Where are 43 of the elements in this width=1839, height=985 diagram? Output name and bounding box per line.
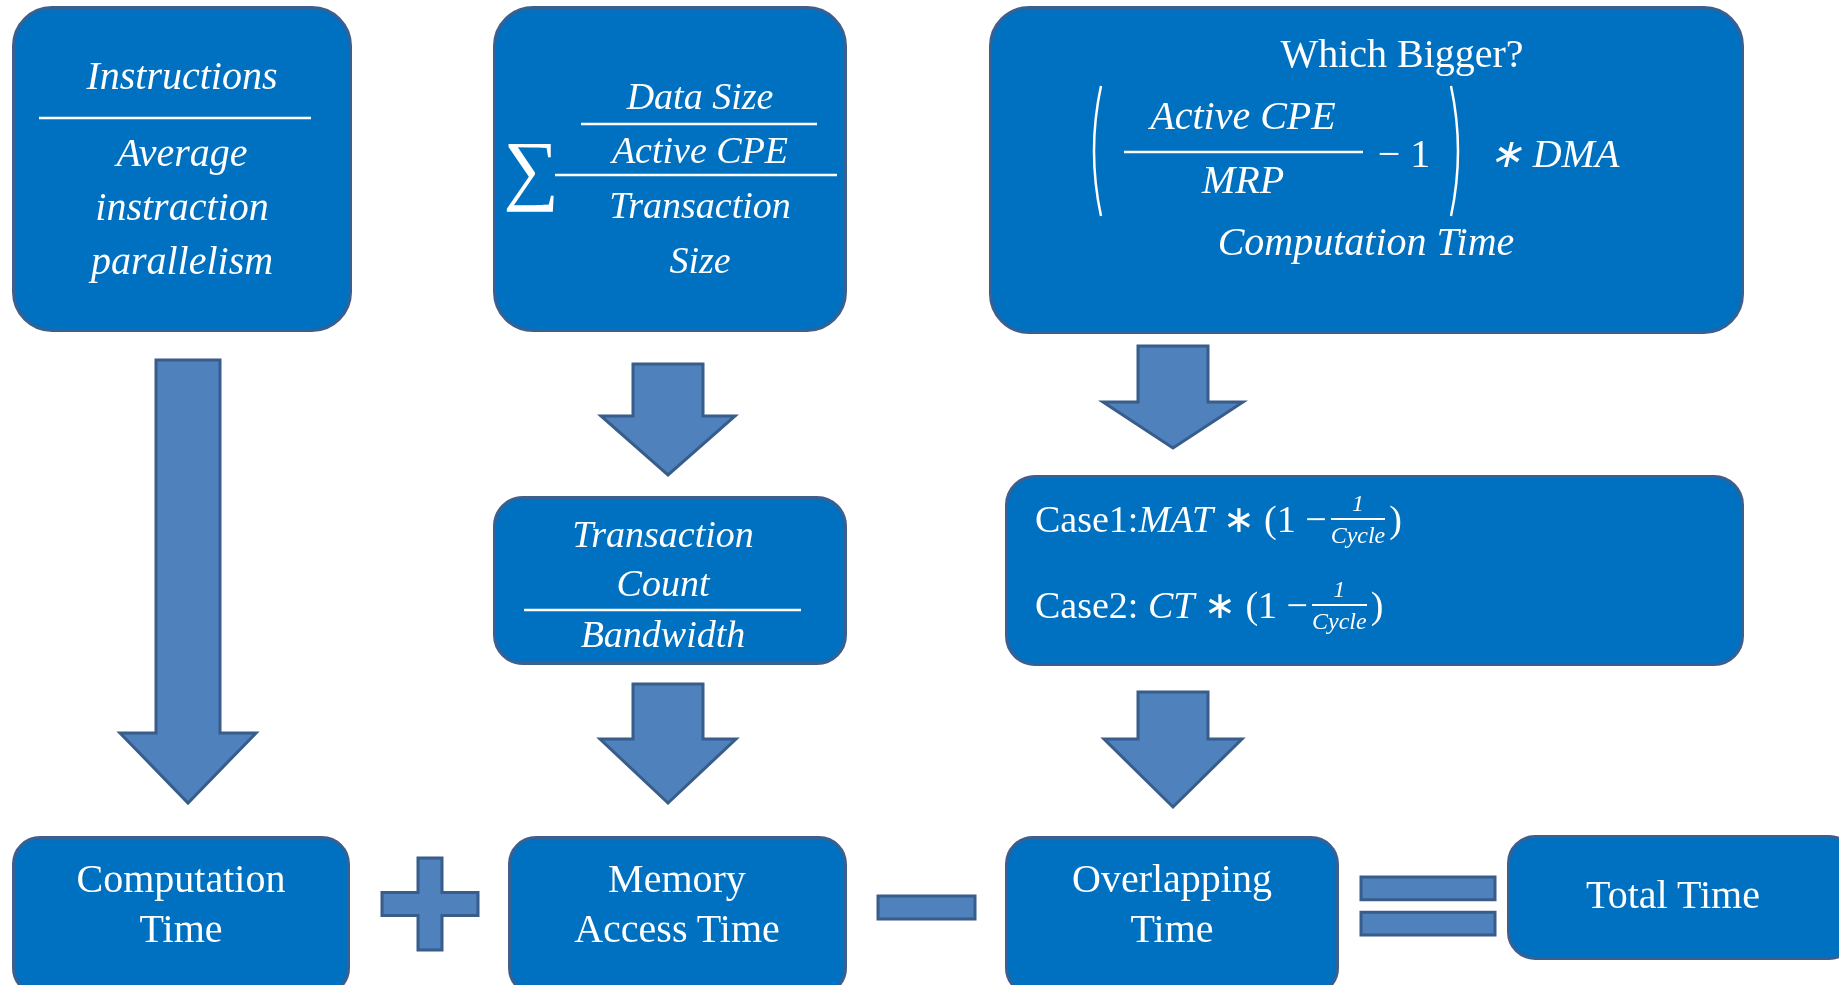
denominator-text: Bandwidth <box>579 614 747 656</box>
minus-sign <box>876 894 977 921</box>
equals-sign <box>1359 875 1497 937</box>
numerator-text: Instructions <box>85 54 279 98</box>
node-label: Computation Time <box>75 855 287 953</box>
process-box <box>1005 836 1339 985</box>
process-box <box>493 6 847 332</box>
denominator-text: Cycle <box>1330 522 1386 549</box>
block-arrow <box>596 682 740 806</box>
process-box <box>1507 835 1839 960</box>
question-text: Which Bigger? <box>1279 32 1525 76</box>
formula-text: Case2: CT ∗ (1 − <box>1035 583 1308 628</box>
block-arrow <box>116 358 260 806</box>
process-box <box>989 6 1744 334</box>
denominator-text: Transaction Size <box>608 183 792 284</box>
formula-text: Case1:MAT ∗ (1 − <box>1035 497 1327 542</box>
node-label: Total Time <box>1585 873 1761 917</box>
process-box <box>1005 475 1744 666</box>
formula-text: Computation Time <box>1216 220 1516 264</box>
process-box <box>508 836 847 985</box>
plus-sign <box>380 856 480 952</box>
numerator-text: Data Size <box>625 76 775 118</box>
node-label: Overlapping Time <box>1071 855 1273 953</box>
block-arrow <box>1098 344 1248 450</box>
process-box <box>493 496 847 665</box>
denominator-text: MRP <box>1200 158 1286 202</box>
denominator-text: Active CPE <box>609 130 790 172</box>
formula-text: ∗ DMA <box>1487 132 1621 176</box>
numerator-text: 1 <box>1351 490 1364 517</box>
numerator-text: Active CPE <box>1147 94 1337 138</box>
block-arrow <box>597 362 739 477</box>
denominator-text: Average instraction parallelism <box>87 129 275 285</box>
process-box <box>12 6 352 332</box>
summation-symbol: ∑ <box>502 126 560 212</box>
numerator-text: Transaction Count <box>571 512 755 607</box>
node-label: Memory Access Time <box>573 855 781 953</box>
formula-text: − 1 <box>1376 132 1432 176</box>
formula-text: ) <box>1370 583 1384 628</box>
process-box <box>12 836 350 985</box>
numerator-text: 1 <box>1333 576 1346 603</box>
block-arrow <box>1100 690 1246 810</box>
denominator-text: Cycle <box>1312 608 1367 635</box>
formula-text: ) <box>1389 497 1402 542</box>
